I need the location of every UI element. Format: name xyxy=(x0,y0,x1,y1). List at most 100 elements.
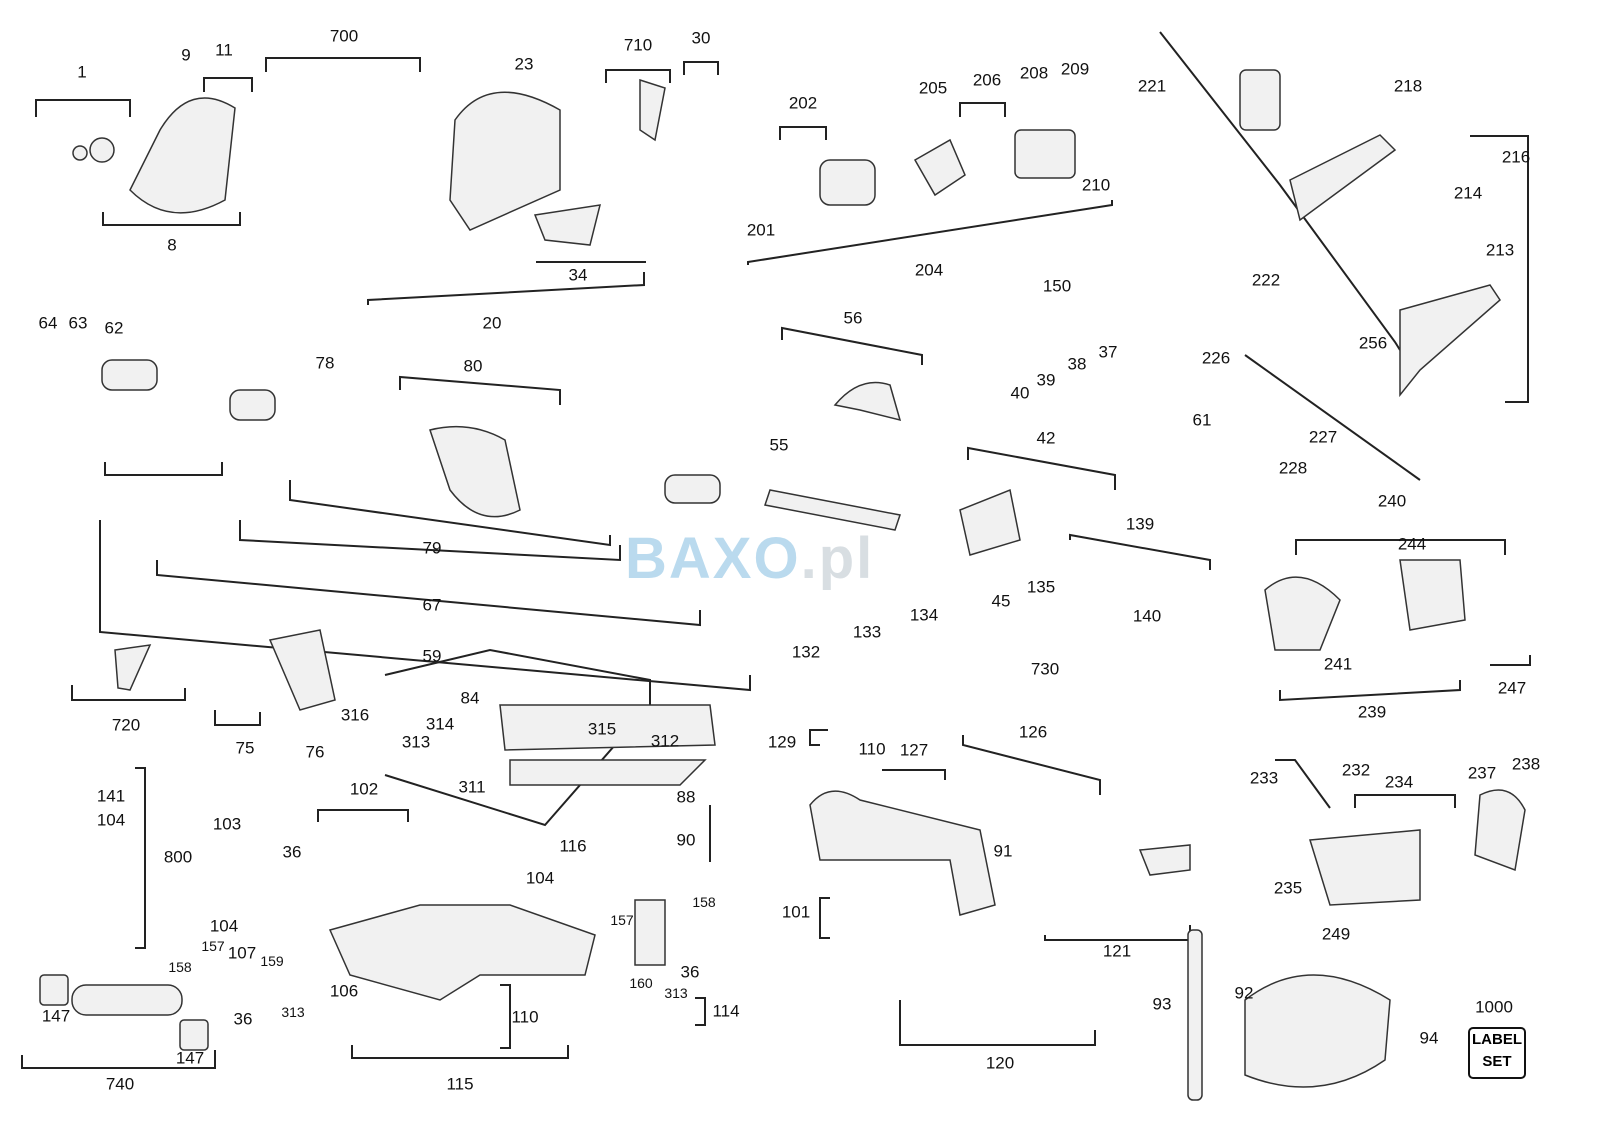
part-label[interactable]: 20 xyxy=(482,313,502,333)
part-label[interactable]: 700 xyxy=(329,26,359,46)
part-label[interactable]: 213 xyxy=(1485,240,1515,260)
part-label[interactable]: 158 xyxy=(168,959,192,975)
part-label[interactable]: 34 xyxy=(568,265,588,285)
part-label[interactable]: 210 xyxy=(1081,175,1111,195)
part-label[interactable]: 157 xyxy=(201,938,225,954)
part-label[interactable]: 129 xyxy=(767,732,797,752)
part-label[interactable]: 23 xyxy=(514,54,534,74)
part-label[interactable]: 157 xyxy=(610,912,634,928)
part-label[interactable]: 39 xyxy=(1036,370,1056,390)
part-label[interactable]: 115 xyxy=(446,1074,474,1094)
part-label[interactable]: 1000 xyxy=(1475,997,1513,1017)
part-label[interactable]: 314 xyxy=(425,714,455,734)
part-label[interactable]: 201 xyxy=(746,220,776,240)
part-label[interactable]: 216 xyxy=(1501,147,1531,167)
part-label[interactable]: 247 xyxy=(1497,678,1527,698)
part-label[interactable]: 202 xyxy=(788,93,818,113)
part-label[interactable]: 244 xyxy=(1397,534,1427,554)
part-label[interactable]: 126 xyxy=(1018,722,1048,742)
part-label[interactable]: 42 xyxy=(1036,428,1056,448)
part-label[interactable]: 64 xyxy=(38,313,58,333)
part-label[interactable]: 55 xyxy=(769,435,789,455)
part-label[interactable]: 36 xyxy=(233,1009,253,1029)
part-label[interactable]: 222 xyxy=(1251,270,1281,290)
part-label[interactable]: 315 xyxy=(587,719,617,739)
part-label[interactable]: 139 xyxy=(1125,514,1155,534)
part-label[interactable]: 110 xyxy=(511,1007,539,1027)
part-label[interactable]: 93 xyxy=(1152,994,1172,1014)
part-label[interactable]: 132 xyxy=(791,642,821,662)
part-label[interactable]: 311 xyxy=(458,777,486,797)
part-label[interactable]: 226 xyxy=(1201,348,1231,368)
part-label[interactable]: 800 xyxy=(163,847,193,867)
part-label[interactable]: 256 xyxy=(1358,333,1388,353)
part-label[interactable]: 147 xyxy=(41,1006,71,1026)
part-label[interactable]: 235 xyxy=(1273,878,1303,898)
part-label[interactable]: 730 xyxy=(1030,659,1060,679)
part-label[interactable]: 232 xyxy=(1341,760,1371,780)
part-label[interactable]: 135 xyxy=(1026,577,1056,597)
part-label[interactable]: 121 xyxy=(1102,941,1132,961)
part-label[interactable]: 40 xyxy=(1010,383,1030,403)
part-label[interactable]: 234 xyxy=(1384,772,1414,792)
part-label[interactable]: 720 xyxy=(111,715,141,735)
part-label[interactable]: 63 xyxy=(68,313,88,333)
part-label[interactable]: 218 xyxy=(1393,76,1423,96)
part-label[interactable]: 159 xyxy=(260,953,284,969)
part-label[interactable]: 88 xyxy=(676,787,696,807)
part-label[interactable]: 158 xyxy=(692,894,716,910)
part-label[interactable]: 249 xyxy=(1321,924,1351,944)
part-label[interactable]: 36 xyxy=(282,842,302,862)
part-label[interactable]: 37 xyxy=(1098,342,1118,362)
part-label[interactable]: 208 xyxy=(1019,63,1049,83)
part-label[interactable]: 209 xyxy=(1060,59,1090,79)
part-label[interactable]: 104 xyxy=(525,868,555,888)
part-label[interactable]: 67 xyxy=(422,595,442,615)
part-label[interactable]: 239 xyxy=(1357,702,1387,722)
part-label[interactable]: 313 xyxy=(281,1004,305,1020)
part-label[interactable]: 221 xyxy=(1137,76,1167,96)
part-label[interactable]: 94 xyxy=(1419,1028,1439,1048)
part-label[interactable]: 160 xyxy=(629,975,653,991)
part-label[interactable]: 133 xyxy=(852,622,882,642)
part-label[interactable]: 106 xyxy=(329,981,359,1001)
part-label[interactable]: 62 xyxy=(104,318,124,338)
part-label[interactable]: 78 xyxy=(315,353,335,373)
part-label[interactable]: 80 xyxy=(463,356,483,376)
part-label[interactable]: 228 xyxy=(1278,458,1308,478)
part-label[interactable]: 116 xyxy=(559,836,587,856)
part-label[interactable]: 312 xyxy=(650,731,680,751)
part-label[interactable]: 59 xyxy=(422,646,442,666)
part-label[interactable]: 101 xyxy=(781,902,811,922)
part-label[interactable]: 84 xyxy=(460,688,480,708)
part-label[interactable]: 238 xyxy=(1511,754,1541,774)
part-label[interactable]: 9 xyxy=(181,45,191,65)
part-label[interactable]: 313 xyxy=(664,985,688,1001)
part-label[interactable]: 740 xyxy=(105,1074,135,1094)
part-label[interactable]: 237 xyxy=(1467,763,1497,783)
part-label[interactable]: 316 xyxy=(340,705,370,725)
part-label[interactable]: 75 xyxy=(235,738,255,758)
part-label[interactable]: 56 xyxy=(843,308,863,328)
part-label[interactable]: 134 xyxy=(909,605,939,625)
part-label[interactable]: 710 xyxy=(623,35,653,55)
part-label[interactable]: 107 xyxy=(227,943,257,963)
part-label[interactable]: 104 xyxy=(96,810,126,830)
part-label[interactable]: 11 xyxy=(215,40,233,60)
part-label[interactable]: 30 xyxy=(691,28,711,48)
part-label[interactable]: 127 xyxy=(899,740,929,760)
part-label[interactable]: 141 xyxy=(96,786,126,806)
part-label[interactable]: 8 xyxy=(167,235,177,255)
part-label[interactable]: 91 xyxy=(993,841,1013,861)
part-label[interactable]: 205 xyxy=(918,78,948,98)
part-label[interactable]: 204 xyxy=(914,260,944,280)
part-label[interactable]: 147 xyxy=(175,1048,205,1068)
part-label[interactable]: 92 xyxy=(1234,983,1254,1003)
part-label[interactable]: 241 xyxy=(1323,654,1353,674)
part-label[interactable]: 110 xyxy=(858,739,886,759)
part-label[interactable]: 227 xyxy=(1308,427,1338,447)
part-label[interactable]: 102 xyxy=(349,779,379,799)
part-label[interactable]: 45 xyxy=(991,591,1011,611)
part-label[interactable]: 206 xyxy=(972,70,1002,90)
part-label[interactable]: 76 xyxy=(305,742,325,762)
